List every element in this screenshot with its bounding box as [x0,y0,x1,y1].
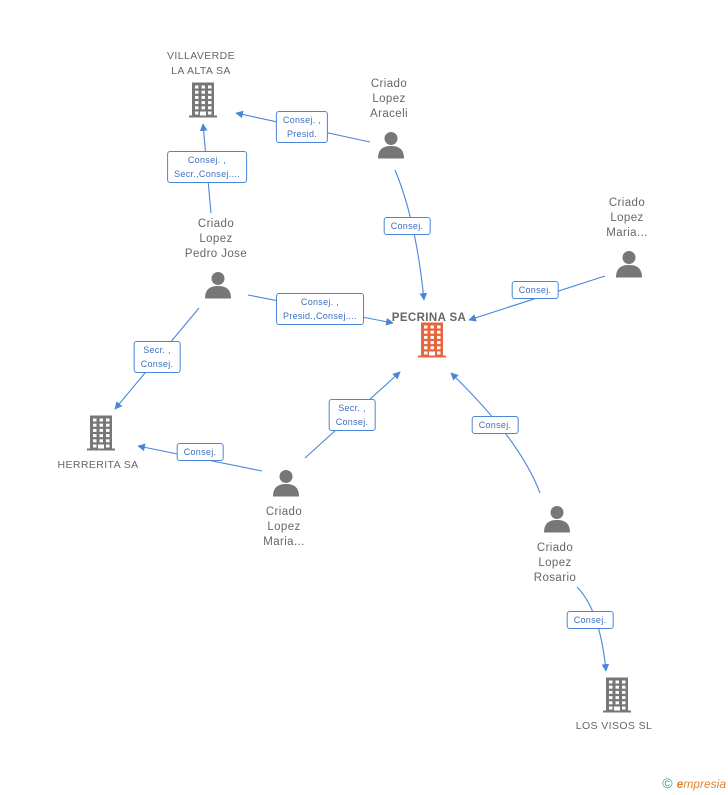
node-name-line: LOS VISOS SL [575,720,653,732]
role-label-pedrojose-herrerita[interactable]: Secr. , Consej. [133,341,181,373]
node-name-line: Pedro Jose [184,248,248,260]
empresia-brand: ©empresia [662,775,726,791]
node-name-line: Maria... [263,536,305,548]
role-text: Consej. , [187,155,227,165]
node-name-line: Criado [370,78,408,90]
node-name-line: Araceli [370,108,408,120]
node-name-line: Criado [608,197,646,209]
person-icon [205,272,231,299]
role-label-araceli-pecrina[interactable]: Consej. [383,217,431,235]
building-icon [87,415,115,451]
role-text: Consej. [518,285,552,295]
node-name-line: Rosario [533,572,577,584]
node-name-line: Criado [197,218,235,230]
node-label-losvisos[interactable]: LOS VISOS SL [576,719,653,734]
node-name-line: Criado [265,506,303,518]
role-text: Consej. [335,417,369,427]
role-text: Consej. , [282,115,322,125]
node-name-line: Maria... [606,227,648,239]
node-name-line: Criado [536,542,574,554]
role-text: Consej. [478,420,512,430]
building-icon [603,677,631,713]
role-text: Secr.,Consej.... [174,169,240,179]
person-icon [544,506,570,533]
role-text: Consej. [573,615,607,625]
node-name-line: Lopez [267,521,301,533]
role-label-pedrojose-villaverde[interactable]: Consej. , Secr.,Consej.... [167,151,247,183]
node-label-villaverde[interactable]: VILLAVERDE LA ALTA SA [167,49,235,79]
person-icon [273,470,299,497]
role-text: Consej. [183,447,217,457]
edge-rosario-pecrina [450,372,541,494]
person-icon [616,251,642,278]
role-label-maria2-pecrina[interactable]: Secr. , Consej. [328,399,376,431]
node-name-line: VILLAVERDE [167,50,235,62]
node-pedrojose[interactable] [203,270,233,305]
edge-rosario-losvisos [576,586,610,672]
role-text: Consej. , [300,297,340,307]
node-villaverde[interactable] [187,82,219,123]
node-maria2[interactable] [271,468,301,503]
node-name-line: Lopez [538,557,572,569]
edge-araceli-pecrina [394,169,428,301]
role-text: Secr. , [143,345,171,355]
role-text: Secr. , [338,403,366,413]
node-label-pecrina[interactable]: PECRINA SA [392,311,467,326]
role-text: Consej. [140,359,174,369]
node-name-line: Lopez [372,93,406,105]
role-label-rosario-losvisos[interactable]: Consej. [566,611,614,629]
node-pecrina[interactable] [416,322,448,363]
role-label-rosario-pecrina[interactable]: Consej. [471,416,519,434]
node-rosario[interactable] [542,504,572,539]
copyright-icon: © [662,775,673,791]
node-name-line: LA ALTA SA [171,65,231,77]
node-herrerita[interactable] [85,415,117,456]
role-text: Consej. [390,221,424,231]
node-losvisos[interactable] [601,677,633,718]
node-name-line: PECRINA SA [391,312,467,324]
node-name-line: Lopez [610,212,644,224]
building-icon [418,322,446,358]
node-araceli[interactable] [376,130,406,165]
node-name-line: HERRERITA SA [57,459,139,471]
role-label-maria2-herrerita[interactable]: Consej. [176,443,224,461]
role-label-maria1-pecrina[interactable]: Consej. [511,281,559,299]
role-text: Presid. [286,129,318,139]
role-label-araceli-villaverde[interactable]: Consej. , Presid. [275,111,329,143]
node-label-herrerita[interactable]: HERRERITA SA [57,458,138,473]
role-text: Presid.,Consej.... [283,311,357,321]
node-name-line: Lopez [199,233,233,245]
building-icon [189,82,217,118]
node-maria1[interactable] [614,249,644,284]
role-label-pedrojose-pecrina[interactable]: Consej. , Presid.,Consej.... [276,293,364,325]
person-icon [378,132,404,159]
